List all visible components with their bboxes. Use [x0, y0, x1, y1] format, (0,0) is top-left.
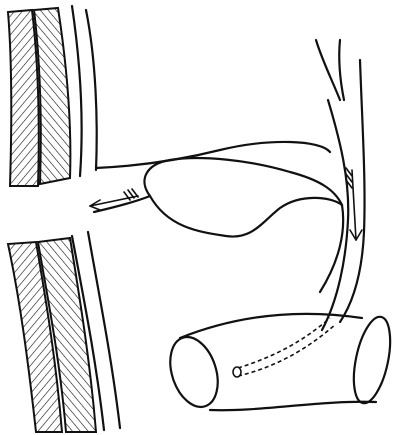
lower-hatched-wall [8, 232, 120, 432]
passage-opening [233, 367, 241, 377]
upper-hatched-wall [8, 6, 97, 186]
curved-cylinder [162, 314, 396, 413]
dashed-inner-passage [233, 318, 336, 377]
side-pouch [144, 158, 342, 236]
